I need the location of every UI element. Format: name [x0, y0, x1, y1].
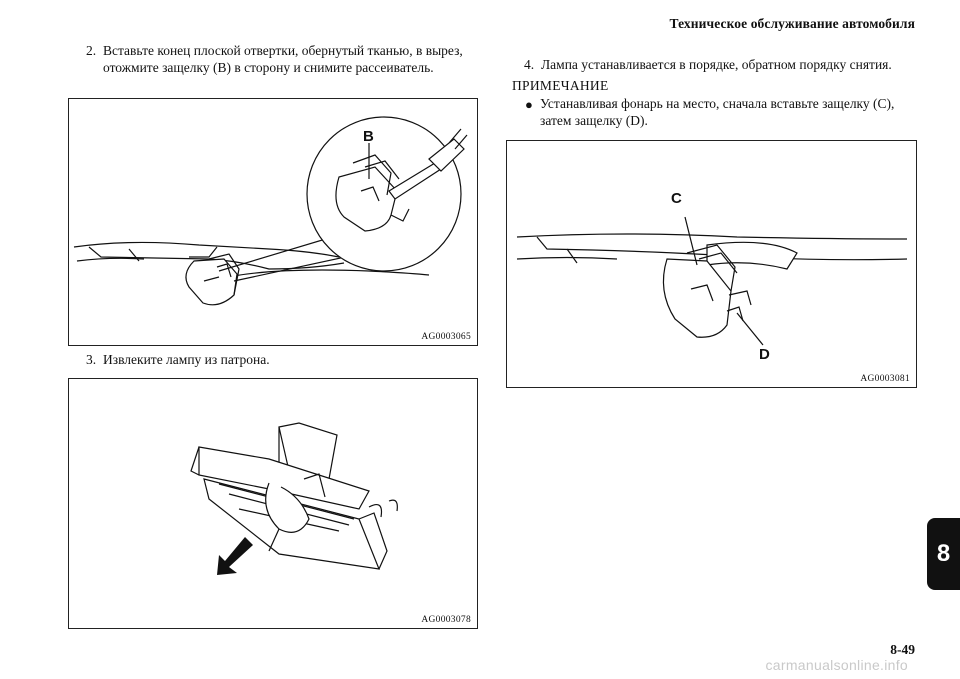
watermark: carmanualsonline.info	[765, 657, 908, 673]
chapter-tab: 8	[927, 518, 960, 590]
figure-lamp-removal: B AG0003065	[68, 98, 478, 346]
step-4: 4. Лампа устанавливается в порядке, обра…	[524, 56, 924, 73]
direction-arrow-icon	[217, 537, 253, 575]
step-text: Вставьте конец плоской отвертки, обернут…	[103, 43, 463, 75]
note-title: ПРИМЕЧАНИЕ	[512, 78, 609, 93]
figure-bulb-removal-illustration	[190, 422, 398, 575]
figure-lamp-installation-illustration: C D	[516, 190, 908, 363]
figure-lamp-removal-illustration: B	[73, 116, 468, 306]
callout-label-b: B	[363, 128, 374, 145]
callout-label-d: D	[759, 346, 770, 363]
chapter-number: 8	[936, 540, 951, 567]
figure-bulb-removal: AG0003078	[68, 378, 478, 629]
page-header: Техническое обслуживание автомобиля	[669, 16, 915, 31]
step-number: 2.	[86, 43, 97, 58]
page-number: 8-49	[890, 642, 915, 657]
figure-lamp-installation: C D AG0003081	[506, 140, 917, 388]
step-3: 3. Извлеките лампу из патрона.	[86, 351, 486, 368]
callout-label-c: C	[671, 190, 682, 207]
figure-code: AG0003065	[421, 332, 471, 342]
step-2: 2. Вставьте конец плоской отвертки, обер…	[86, 42, 486, 76]
step-number: 3.	[86, 352, 97, 367]
figure-code: AG0003081	[860, 374, 910, 384]
figure-code: AG0003078	[421, 615, 471, 625]
step-text: Извлеките лампу из патрона.	[103, 352, 270, 367]
bullet-icon: ●	[525, 97, 533, 112]
step-number: 4.	[524, 57, 535, 72]
note-text: Устанавливая фонарь на место, сначала вс…	[540, 96, 895, 128]
step-text: Лампа устанавливается в порядке, обратно…	[541, 57, 892, 72]
